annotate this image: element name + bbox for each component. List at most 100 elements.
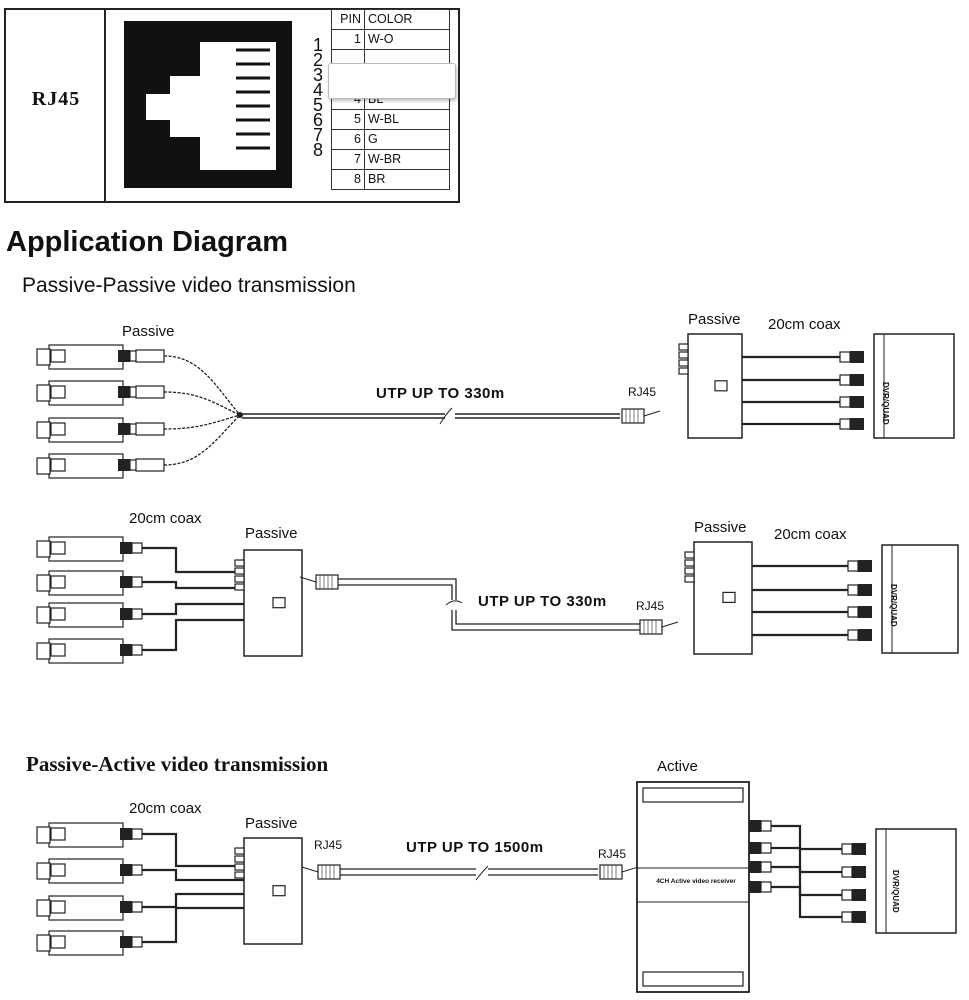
bnc-connector-icon xyxy=(118,386,130,398)
balun-rj45-port xyxy=(722,591,736,604)
pin-cell: 5 xyxy=(331,109,365,130)
bnc-connector-icon xyxy=(120,576,132,588)
camera-lens-ring xyxy=(50,827,66,841)
twisted-pair-wire xyxy=(163,355,241,416)
color-cell: W-BL xyxy=(364,109,450,130)
rj45-jack-contacts xyxy=(236,48,270,150)
camera-lens xyxy=(36,384,51,402)
coax-wire xyxy=(142,602,244,616)
rj45-plug-clip xyxy=(299,576,317,583)
jack-pin-numbers: 1 2 3 4 5 6 7 8 xyxy=(308,36,328,159)
coax-wire xyxy=(142,618,244,652)
cable-break-mark xyxy=(475,865,489,881)
dvr-quad-box xyxy=(873,333,955,439)
row2-coax-right-label: 20cm coax xyxy=(774,526,847,543)
utp-cable xyxy=(338,584,453,600)
pin-cell: 7 xyxy=(331,149,365,170)
balun-terminal xyxy=(234,863,245,871)
passive-balun-box xyxy=(687,333,743,439)
coax-wire xyxy=(771,846,842,874)
camera-lens-ring xyxy=(50,349,66,363)
pin-cell: 1 xyxy=(331,29,365,50)
rj45-plug-clip xyxy=(301,866,319,873)
rj45-plug-clip xyxy=(621,866,639,873)
cable-break-mark xyxy=(445,600,463,606)
bnc-connector-icon xyxy=(120,644,132,656)
bnc-connector-icon xyxy=(749,842,761,854)
camera-lens-ring xyxy=(50,422,66,436)
color-cell: G xyxy=(364,129,450,150)
row2-coax-left-label: 20cm coax xyxy=(129,510,202,527)
coax-wire xyxy=(771,885,842,919)
row1-rj45-label: RJ45 xyxy=(628,385,657,399)
balun-terminal xyxy=(234,583,245,591)
row1-coax-label: 20cm coax xyxy=(768,316,841,333)
camera-lens xyxy=(36,899,51,917)
rj45-jack-opening xyxy=(146,42,276,170)
balun-terminal xyxy=(684,559,695,567)
rj45-divider xyxy=(104,8,106,203)
coax-wire xyxy=(771,824,842,851)
section1-heading: Passive-Passive video transmission xyxy=(22,274,356,297)
camera-lens-ring xyxy=(50,935,66,949)
jack-pin-number: 4 xyxy=(312,80,323,100)
wire-junction xyxy=(237,412,243,418)
camera-lens-ring xyxy=(50,575,66,589)
balun-terminal xyxy=(234,847,245,855)
tooltip-popup-overlay xyxy=(328,63,456,99)
bnc-connector-icon xyxy=(118,459,130,471)
bnc-connector-icon xyxy=(120,901,132,913)
color-cell: W-BR xyxy=(364,149,450,170)
camera-lens-ring xyxy=(50,863,66,877)
bnc-connector-icon xyxy=(749,820,761,832)
camera-lens xyxy=(36,348,51,366)
row3-passive-label: Passive xyxy=(245,815,298,832)
camera-lens xyxy=(36,826,51,844)
balun-terminal xyxy=(684,551,695,559)
coax-wire xyxy=(142,892,244,909)
coax-wire xyxy=(142,580,244,590)
active-receiver-text: 4CH Active video receiver xyxy=(656,878,736,885)
color-cell: BR xyxy=(364,169,450,190)
camera-lens-ring xyxy=(50,607,66,621)
twisted-pair-wire xyxy=(163,414,241,466)
dvr-quad-box xyxy=(875,828,957,934)
bnc-body xyxy=(858,606,872,618)
coax-wire xyxy=(142,832,244,868)
camera-lens xyxy=(36,421,51,439)
twisted-pair-wire xyxy=(163,414,241,430)
balun-terminal xyxy=(684,575,695,583)
bnc-body xyxy=(858,584,872,596)
jack-pin-number: 3 xyxy=(312,65,323,85)
bnc-connector-icon xyxy=(120,542,132,554)
bnc-connector-icon xyxy=(120,864,132,876)
balun-terminal xyxy=(678,367,689,375)
camera-lens xyxy=(36,574,51,592)
balun-terminal xyxy=(234,559,245,567)
balun-terminal xyxy=(234,855,245,863)
camera-lens xyxy=(36,642,51,660)
header-pin: PIN xyxy=(331,9,365,30)
bnc-connector-icon xyxy=(120,936,132,948)
bnc-connector-icon xyxy=(118,423,130,435)
jack-pin-number: 2 xyxy=(312,50,323,70)
active-receiver-box xyxy=(636,781,750,993)
pin-cell: 8 xyxy=(331,169,365,190)
camera-lens-ring xyxy=(50,385,66,399)
camera-lens xyxy=(36,862,51,880)
balun-rj45-port xyxy=(714,380,728,392)
twisted-pair-wire xyxy=(163,391,241,416)
bnc-body xyxy=(850,374,864,386)
jack-pin-number: 5 xyxy=(312,95,323,115)
balun-terminal xyxy=(684,567,695,575)
bnc-connector-icon xyxy=(118,350,130,362)
bnc-body xyxy=(852,866,866,878)
bnc-body xyxy=(858,560,872,572)
bnc-body xyxy=(850,396,864,408)
bnc-body xyxy=(850,418,864,430)
utp-cable xyxy=(338,578,457,600)
page-title: Application Diagram xyxy=(6,226,288,258)
